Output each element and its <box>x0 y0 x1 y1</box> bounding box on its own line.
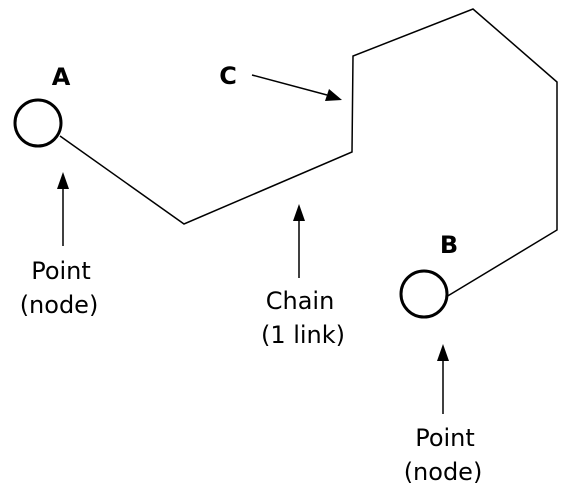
point-b-arrow <box>437 344 449 414</box>
chain-arrow <box>293 204 305 278</box>
point-a-caption-line2: (node) <box>20 291 99 319</box>
node-b-label: B <box>440 231 458 259</box>
node-a-label: A <box>52 63 71 91</box>
node-a-circle <box>13 98 63 148</box>
chain-caption-line2: (1 link) <box>261 321 345 349</box>
point-a-arrow <box>57 172 69 246</box>
chain-caption-line1: Chain <box>266 287 335 315</box>
vertex-c-arrow <box>251 74 342 101</box>
vertex-c-label: C <box>219 62 237 90</box>
point-a-caption-line1: Point <box>31 257 91 285</box>
point-b-caption-line2: (node) <box>404 458 483 486</box>
node-b-circle <box>399 269 449 319</box>
chain-link <box>59 8 558 298</box>
point-b-caption-line1: Point <box>415 424 475 452</box>
